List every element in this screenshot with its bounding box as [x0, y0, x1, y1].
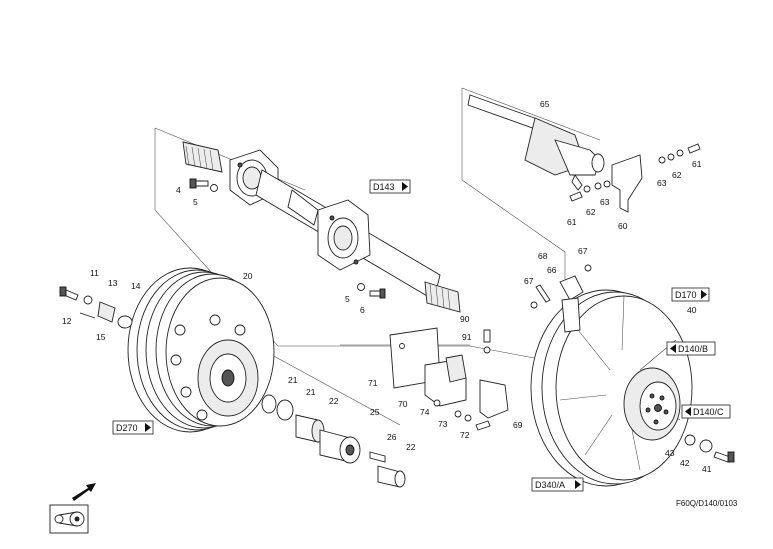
part-number: 4 — [176, 185, 181, 195]
part-number: 15 — [96, 332, 106, 342]
part-number: 40 — [687, 305, 697, 315]
part-number: 62 — [672, 170, 682, 180]
arrow-left-icon — [685, 407, 691, 416]
part-number: 5 — [193, 197, 198, 207]
part-number: 22 — [406, 442, 416, 452]
ref-d140c[interactable]: D140/C — [681, 404, 731, 419]
part-number: 12 — [62, 316, 72, 326]
svg-text:D340/A: D340/A — [535, 480, 565, 490]
svg-text:D143: D143 — [373, 182, 395, 192]
part-number: 72 — [460, 430, 470, 440]
ref-d270[interactable]: D270 — [112, 420, 154, 435]
part-number: 25 — [370, 407, 380, 417]
part-number: 62 — [586, 207, 596, 217]
part-number: 43 — [665, 448, 675, 458]
arrow-left-icon — [670, 344, 676, 353]
part-number: 13 — [108, 278, 118, 288]
part-number: 26 — [387, 432, 397, 442]
part-number: 66 — [547, 265, 557, 275]
part-number: 90 — [460, 314, 470, 324]
svg-text:D270: D270 — [116, 423, 138, 433]
arrow-right-icon — [575, 480, 581, 489]
svg-text:D170: D170 — [675, 290, 697, 300]
part-number: 6 — [360, 305, 365, 315]
part-number: 70 — [398, 399, 408, 409]
part-number: 91 — [462, 332, 472, 342]
part-number: 42 — [680, 458, 690, 468]
bracket-parts — [389, 327, 509, 431]
part-number: 21 — [288, 375, 298, 385]
drawing-code: F60Q/D140/0103 — [676, 499, 738, 508]
part-number: 68 — [538, 251, 548, 261]
large-wheel — [530, 264, 693, 487]
ref-d140b[interactable]: D140/B — [666, 341, 716, 356]
part-number: 14 — [131, 281, 141, 291]
arrow-right-icon — [145, 423, 151, 432]
part-number: 69 — [513, 420, 523, 430]
part-number: 61 — [567, 217, 577, 227]
part-number: 20 — [243, 271, 253, 281]
part-number: 22 — [329, 396, 339, 406]
arrow-right-icon — [402, 182, 408, 191]
part-number: 67 — [578, 246, 588, 256]
ref-d340a[interactable]: D340/A — [531, 477, 584, 492]
belt-drive-icon — [49, 504, 89, 534]
part-number: 73 — [438, 419, 448, 429]
part-number: 11 — [90, 268, 99, 278]
part-number: 61 — [692, 159, 702, 169]
hub-fasteners — [684, 434, 735, 463]
part-number: 71 — [368, 378, 378, 388]
part-number: 60 — [618, 221, 628, 231]
part-number: 65 — [540, 99, 550, 109]
part-number: 74 — [420, 407, 430, 417]
part-number: 21 — [306, 387, 316, 397]
part-number: 5 — [345, 294, 350, 304]
svg-text:D140/B: D140/B — [678, 344, 708, 354]
ref-d143[interactable]: D143 — [369, 179, 411, 194]
part-number-labels: 4 5 5 6 11 12 13 14 15 20 21 21 22 22 25… — [62, 99, 712, 474]
svg-text:D140/C: D140/C — [693, 407, 724, 417]
part-number: 67 — [524, 276, 534, 286]
arrow-right-icon — [701, 290, 707, 299]
part-number: 41 — [702, 464, 712, 474]
part-number: 63 — [657, 178, 667, 188]
pulley-bearings — [261, 394, 406, 488]
shaft-fasteners — [189, 178, 386, 299]
pulley-left — [127, 267, 275, 433]
ref-d170[interactable]: D170 — [671, 287, 710, 302]
actuator-assembly — [467, 94, 701, 213]
part-number: 63 — [600, 197, 610, 207]
drive-shaft-assembly — [182, 141, 461, 313]
arrow-icon — [72, 483, 96, 501]
pulley-fasteners — [59, 286, 133, 329]
